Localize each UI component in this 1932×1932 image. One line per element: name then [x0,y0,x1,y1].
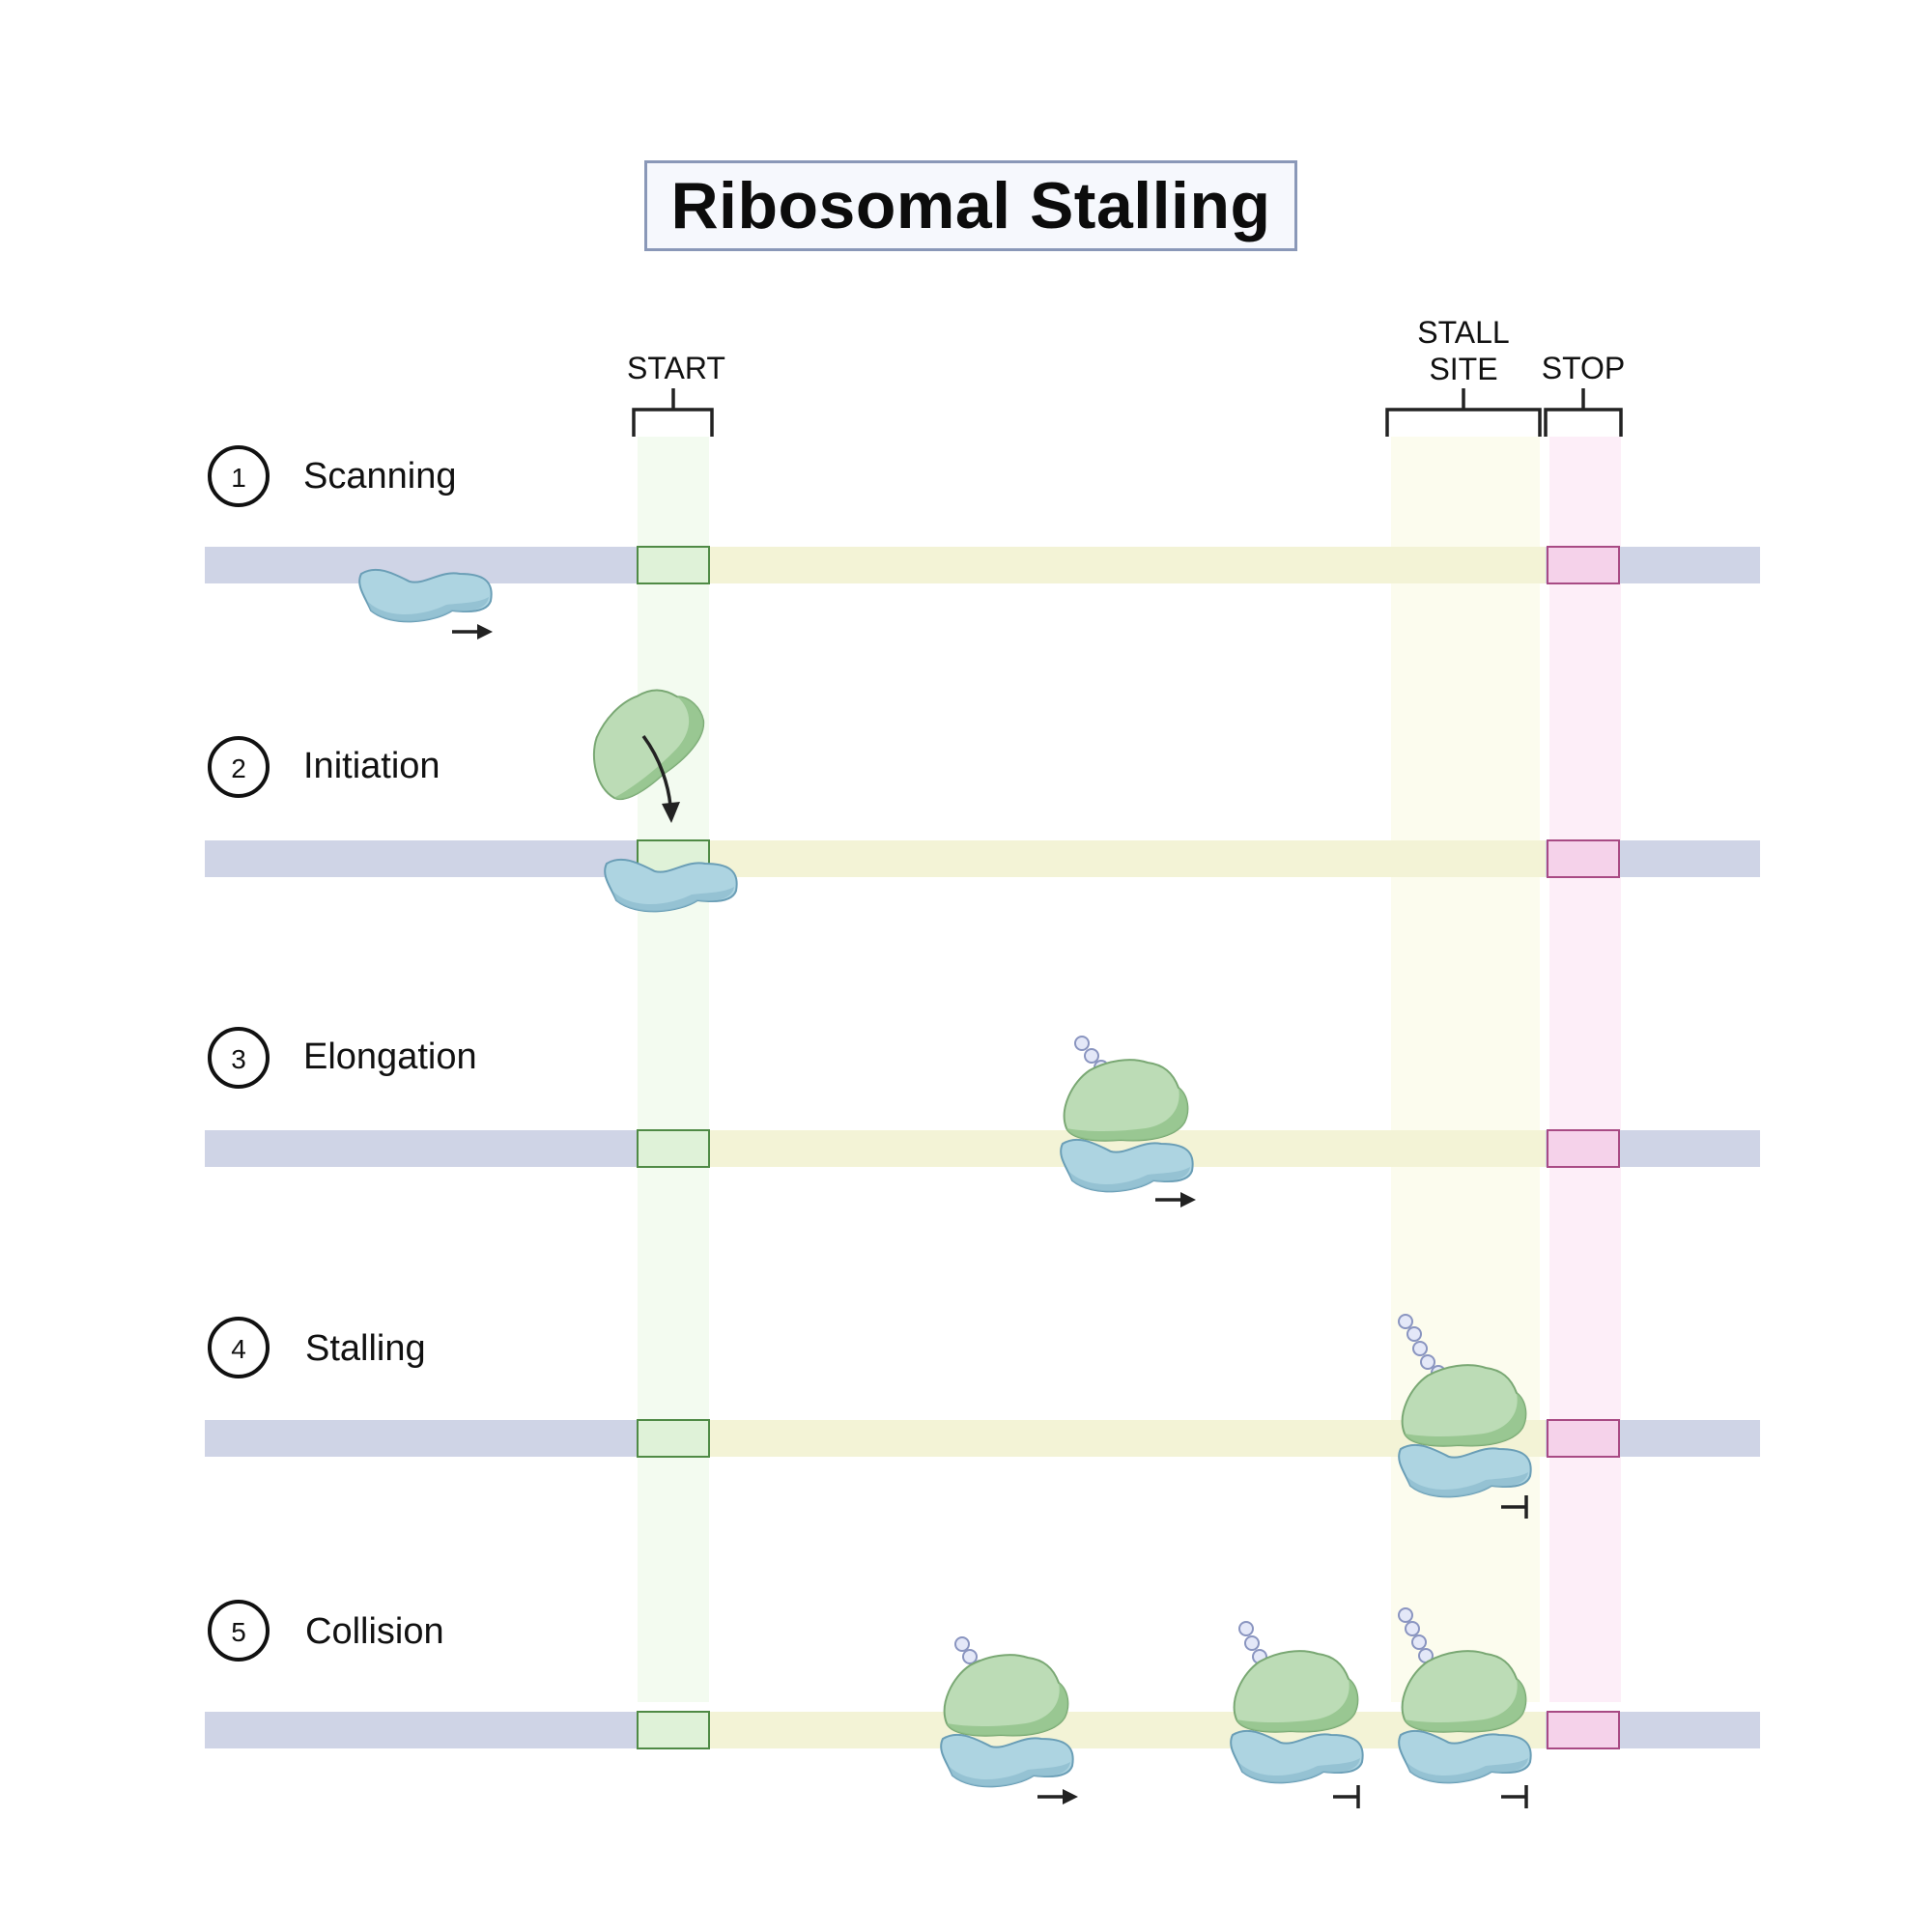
stall-site-label-line1: STALL [1417,315,1509,350]
start-codon [637,1129,710,1168]
mrna-strand [205,1419,1760,1458]
start-bracket [632,388,714,437]
step-number: 3 [231,1044,246,1074]
step-label: Initiation [303,746,440,786]
stop-codon [1547,1419,1620,1458]
step-number: 1 [231,463,246,493]
step-label: Scanning [303,456,456,497]
step-number-circle [208,1317,270,1378]
step-3-elongation: 3 Elongation [205,1027,1760,1209]
step-number: 4 [231,1334,246,1364]
step-number-circle [208,736,270,798]
step-4-stalling: 4 Stalling [205,1314,1760,1520]
step-number: 5 [231,1617,246,1647]
block-icon [1331,1783,1360,1810]
stalled-ribosome [1399,1651,1531,1782]
mrna-strand [205,546,1760,584]
stall-site-label-line2: SITE [1429,352,1497,386]
start-label: START [627,351,725,385]
step-number: 2 [231,753,246,783]
title-box: Ribosomal Stalling [644,160,1297,251]
step-number-circle [208,1027,270,1089]
step-1-scanning: 1 Scanning [205,445,1760,641]
stop-codon [1547,839,1620,878]
direction-arrow-icon [1153,1190,1198,1209]
mrna-strand [205,839,1760,878]
mrna-strand [205,1129,1760,1168]
direction-arrow-icon [1036,1787,1080,1806]
step-label: Stalling [305,1328,426,1369]
step-label: Elongation [303,1037,477,1077]
step-5-collision: 5 Collision [205,1600,1760,1810]
stop-bracket [1544,388,1623,437]
stop-codon [1547,546,1620,584]
start-codon [637,546,710,584]
stalled-ribosome [1399,1365,1531,1496]
direction-arrow-icon [450,622,495,641]
collided-ribosome [1231,1651,1363,1782]
step-number-circle [208,445,270,507]
stop-label: STOP [1542,351,1626,385]
stop-codon [1547,1711,1620,1749]
block-icon [1499,1783,1528,1810]
page-title: Ribosomal Stalling [670,169,1271,242]
ribosome [1061,1060,1193,1191]
stop-codon [1547,1129,1620,1168]
nascent-peptide-chain [1398,1314,1446,1380]
start-codon [637,1419,710,1458]
stop-band [1549,437,1621,1702]
step-number-circle [208,1600,270,1662]
stall-band [1391,437,1540,1702]
start-band [638,437,709,1702]
joining-arrow-icon [641,734,680,823]
step-label: Collision [305,1611,444,1652]
start-codon [637,1711,710,1749]
stall-site-bracket [1385,388,1542,437]
trailing-ribosome [941,1655,1073,1786]
step-2-initiation: 2 Initiation [205,668,1760,913]
